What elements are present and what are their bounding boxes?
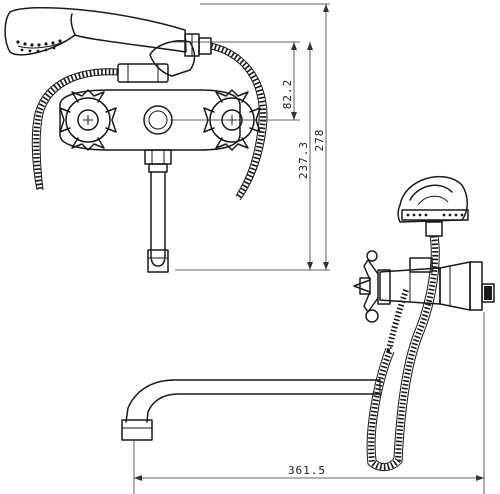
shower-head-side xyxy=(397,175,469,237)
dim-overall-height: 278 xyxy=(313,129,326,152)
wall-eccentric xyxy=(439,261,495,311)
diverter-knob xyxy=(143,105,173,135)
side-spout xyxy=(121,378,381,441)
left-cross-handle xyxy=(59,89,117,151)
hand-shower-head xyxy=(4,6,212,57)
shower-hose-side xyxy=(366,235,440,471)
shower-hose-front xyxy=(31,42,268,201)
side-view xyxy=(121,175,495,494)
dim-spout-length: 361.5 xyxy=(288,464,326,477)
top-connector xyxy=(117,63,169,83)
dim-handle-offset: 82.2 xyxy=(281,79,294,110)
side-cross-handle xyxy=(353,250,391,323)
dim-spout-height: 237.3 xyxy=(297,141,310,179)
shower-holder-bracket xyxy=(149,40,196,77)
side-body xyxy=(379,267,441,305)
front-view xyxy=(4,3,330,273)
front-dimensions xyxy=(170,3,330,271)
mixer-body xyxy=(59,89,241,151)
front-spout xyxy=(144,149,172,273)
spout-length-dimension xyxy=(133,312,485,494)
